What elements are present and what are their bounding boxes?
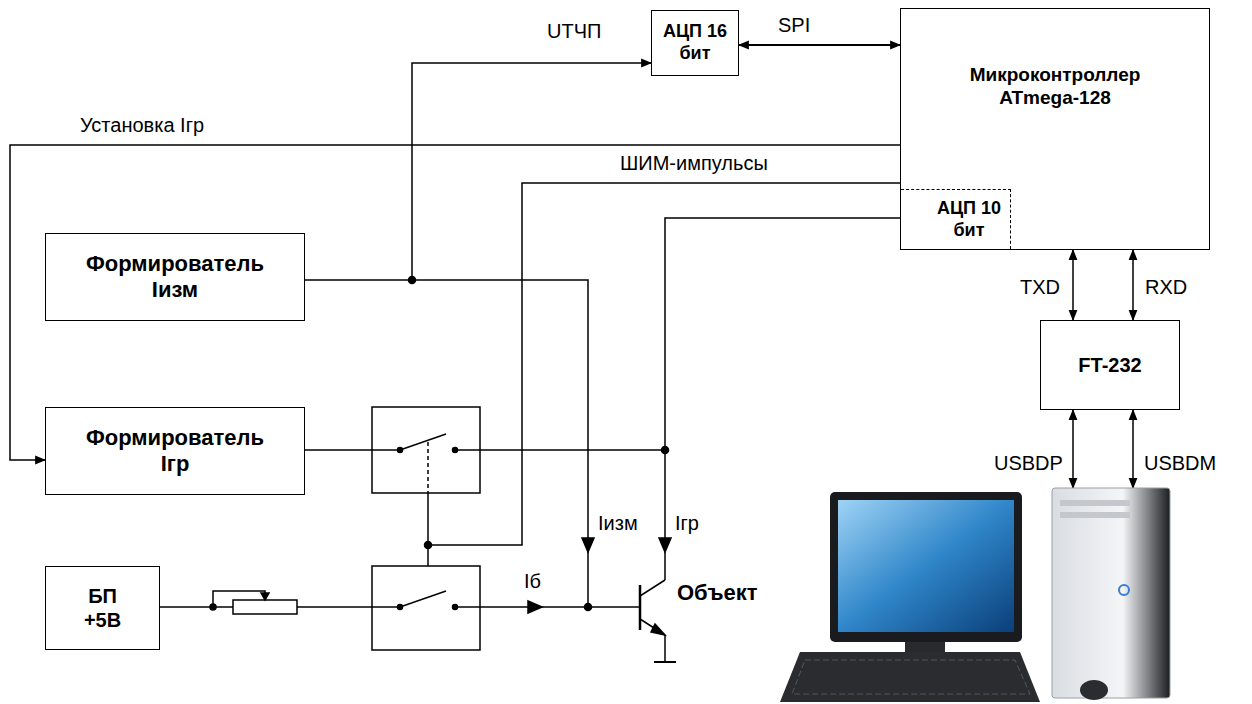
wiper-arrow [261,593,269,600]
node-label: БП +5В [84,584,121,632]
node-label: FT-232 [1078,353,1141,377]
monitor-stand [905,640,945,654]
signal-label: SPI [776,14,812,37]
load-wire [305,449,372,451]
signal-label: TXD [1018,276,1062,299]
node-content: Формирователь Iизм [46,234,304,320]
switch-blade [400,591,446,607]
signal-label: USBDP [992,452,1065,475]
computer-illustration [780,488,1170,702]
current-arrow [582,538,594,552]
load-wire [480,449,665,451]
transistor-emitter [640,619,665,635]
switch-blade [400,434,446,450]
node-content: Микроконтроллер ATmega-128 [901,64,1209,110]
usb-bridge-box: FT-232 [1040,320,1180,410]
connector [1072,250,1074,320]
switch-wire [372,606,400,608]
current-arrow [528,601,542,613]
power-wire [160,606,233,608]
pwm-wire [428,183,900,545]
drive-bay [1060,512,1130,518]
monitor-screen [838,500,1014,632]
emitter-arrow [651,624,665,635]
former-box: Формирователь Iизм [45,233,305,321]
transistor-collector [640,580,665,596]
node-content: FT-232 [1041,321,1179,409]
former-box: Формирователь Iгр [45,407,305,495]
node-label: Формирователь Iгр [86,425,264,478]
ground-symbol [654,661,676,663]
usb-line [1072,410,1074,488]
switch-contact [453,605,458,610]
switch-linkage [427,493,429,566]
component-label: Объект [675,580,759,605]
current-label: Iизм [596,512,640,535]
node-label: АЦП 10 бит [934,198,1004,241]
switch-wire [372,449,400,451]
base-wire [480,606,640,608]
node-content: АЦП 16 бит [652,11,738,75]
switch-box [372,407,480,493]
node-content: АЦП 10 бит [901,190,1010,249]
drive-bay [1060,500,1130,506]
potentiometer-wiper [213,591,265,607]
mcu-box: Микроконтроллер ATmega-128АЦП 10 бит [900,8,1210,250]
switch-contact [453,448,458,453]
node-label: АЦП 16 бит [660,21,730,64]
pc-tower [1052,488,1170,698]
signal-label: Установка Iгр [78,114,206,137]
connector [305,63,651,280]
signal-label: USBDM [1142,452,1218,475]
node-label: Формирователь Iизм [86,251,264,304]
node-content: Формирователь Iгр [46,408,304,494]
current-label: Iб [522,570,543,593]
mouse [1080,680,1108,700]
keyboard-keys [792,660,1030,694]
power-wire [297,606,372,608]
resistor-symbol [233,600,297,614]
switch-box [372,566,480,650]
usb-line [1132,410,1134,488]
switch-linkage [427,442,429,493]
signal-label: UТЧП [545,20,603,43]
monitor-frame [830,492,1022,642]
power-supply-box: БП +5В [45,566,160,650]
connector [1132,250,1134,320]
power-button [1119,585,1129,595]
signal-label: RXD [1143,276,1189,299]
switch-wire [455,606,480,608]
node-label: Микроконтроллер ATmega-128 [970,64,1141,110]
connector [739,44,900,46]
current-arrow [659,538,671,552]
node-content: БП +5В [46,567,159,649]
switch-wire [455,449,480,451]
adc-box: АЦП 16 бит [651,10,739,76]
keyboard [780,652,1040,702]
transistor-base [639,585,642,630]
ground-wire [664,635,666,662]
adc-inner-box: АЦП 10 бит [901,189,1011,249]
current-label: Iгр [673,512,701,535]
signal-label: ШИМ-импульсы [618,152,770,175]
